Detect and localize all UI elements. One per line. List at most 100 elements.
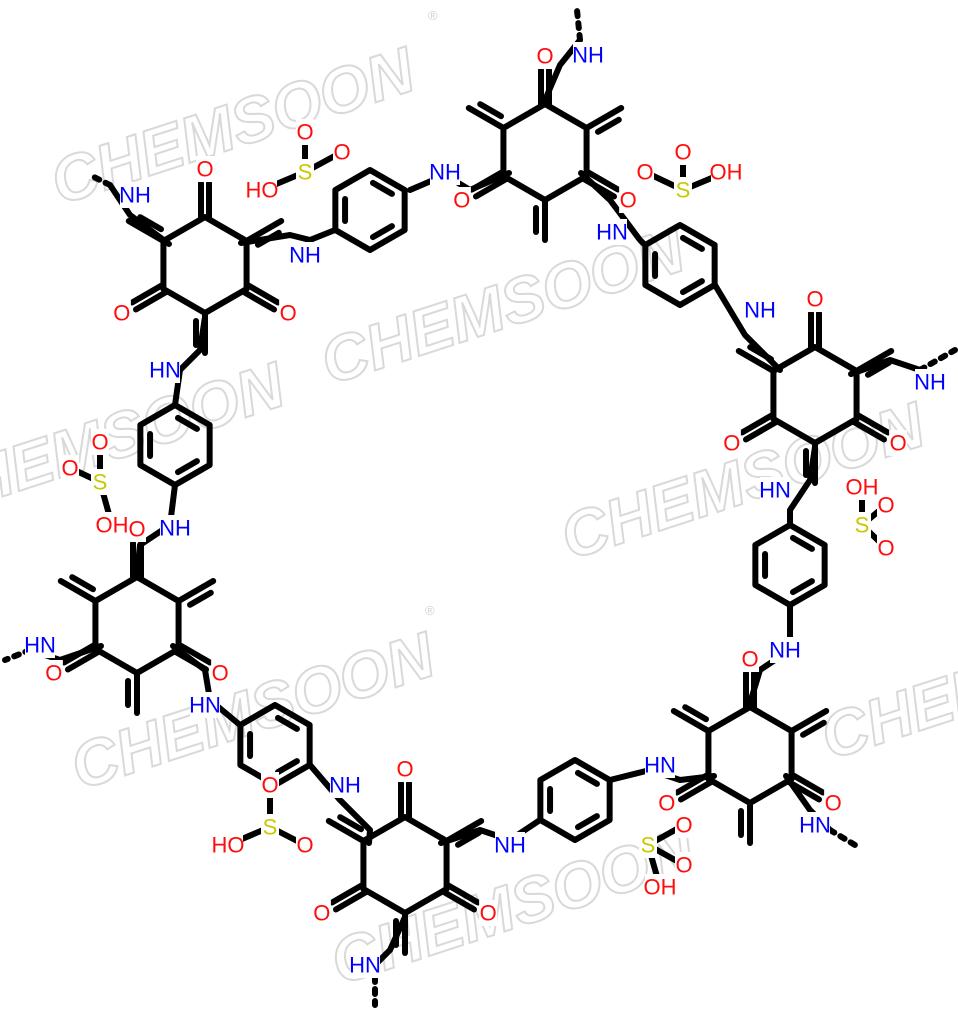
atom-label-background (196, 156, 214, 182)
atom-label-background (44, 660, 63, 686)
atom-label-background (645, 874, 675, 900)
atom-label-background (312, 900, 331, 926)
oxygen-atom: O (91, 430, 108, 455)
amine-group: NH (429, 160, 461, 185)
oxygen-atom: O (674, 140, 691, 165)
double-bond-inner (574, 813, 600, 831)
cyclohexane-ring (360, 814, 450, 916)
oxygen-atom: O (296, 120, 313, 145)
atom-label-background (636, 159, 654, 185)
imine-chain (787, 444, 818, 528)
exocyclic-double-bond (175, 578, 217, 604)
sulfur-atom: S (93, 470, 108, 495)
polymer-continuation (827, 827, 858, 848)
atom-label-background (261, 814, 279, 840)
imine-chain (134, 482, 178, 576)
polymer-continuation (917, 347, 958, 373)
atom-label-background (536, 43, 554, 69)
cyclohexane-ring (770, 344, 860, 446)
watermark: CHEMSOON (42, 33, 424, 218)
amine-group: NH (494, 833, 526, 858)
atom-label-background (213, 832, 243, 858)
atom-label-background (452, 187, 471, 213)
exocyclic-double-bond (186, 589, 214, 608)
double-bond-inner (274, 758, 300, 776)
amine-group: NH (572, 43, 604, 68)
oxygen-atom: O (658, 791, 675, 816)
cyclohexane-ring (160, 214, 250, 316)
hydroxyl-group: OH (96, 513, 129, 538)
atom-label-background (479, 900, 498, 926)
oxygen-atom: O (396, 757, 413, 782)
terminal-chain (107, 182, 172, 247)
exocyclic-double-bond (682, 704, 710, 723)
hydroxyl-group: OH (846, 475, 879, 500)
oxygen-atom: O (877, 493, 894, 518)
hydroxyl-group: OH (710, 160, 743, 185)
carbonyl-bond (332, 889, 369, 913)
oxygen-atom: O (890, 431, 907, 456)
watermark-registered-mark: ® (425, 603, 435, 618)
hydroxyl-group: HO (246, 178, 279, 203)
atom-label-background (396, 756, 414, 782)
cyclohexane-ring (92, 574, 182, 676)
amine-group: HN (644, 753, 676, 778)
atom-label-background (333, 139, 351, 165)
atom-label-background (711, 159, 741, 185)
carbonyl-bond (790, 772, 827, 796)
benzene-ring (332, 167, 408, 253)
double-bond-inner (369, 223, 395, 241)
exocyclic-double-bond (477, 101, 505, 120)
carbonyl-bond (742, 419, 779, 443)
amine-group: NH (159, 516, 191, 541)
amine-group: HN (596, 220, 628, 245)
exocyclic-double-bond (670, 708, 712, 734)
atom-label-layer: OOOOOOOOOOOOOOOOOOSHOOOSOHOOSOHOOSOHOOSH… (24, 42, 946, 978)
oxygen-atom: O (675, 853, 692, 878)
carbonyl-bond (585, 169, 622, 193)
atom-label-background (619, 187, 638, 213)
sulfur-atom: S (676, 178, 691, 203)
atom-label-background (495, 832, 525, 858)
carbonyl-bond (328, 882, 365, 906)
imine-chain (307, 762, 373, 846)
carbonyl-bond (855, 412, 892, 436)
terminal-chain (848, 357, 923, 377)
hydroxyl-group: HO (212, 833, 245, 858)
oxygen-atom: O (61, 456, 78, 481)
atom-label-background (97, 512, 127, 538)
atom-label-background (296, 832, 314, 858)
atom-label-background (800, 812, 830, 838)
sulfur-atom: S (298, 160, 313, 185)
atom-label-background (112, 300, 131, 326)
atom-label-background (279, 300, 298, 326)
amine-group: HN (759, 478, 791, 503)
oxygen-atom: O (128, 517, 145, 542)
sulfur-atom: S (263, 815, 278, 840)
atom-label-background (745, 297, 775, 323)
cyclohexane-ring (705, 704, 795, 806)
double-bond-inner (789, 534, 815, 552)
exocyclic-double-bond (594, 116, 622, 135)
oxygen-atom: O (453, 188, 470, 213)
carbonyl-bond (128, 282, 165, 306)
imine-chain (712, 282, 783, 373)
exocyclic-double-bond (137, 214, 165, 233)
amine-group: HN (799, 813, 831, 838)
exocyclic-double-bond (243, 218, 285, 244)
imine-chain (170, 643, 243, 728)
atom-label-background (150, 357, 180, 383)
exocyclic-double-bond (57, 578, 99, 604)
oxygen-atom: O (723, 431, 740, 456)
atom-label-background (61, 455, 79, 481)
oxygen-atom: O (877, 536, 894, 561)
atom-label-background (290, 242, 320, 268)
oxygen-atom: O (296, 833, 313, 858)
watermark-layer: CHEMSOON ® CHEMSOON CHEMSOON CHEMSOON CH… (0, 8, 958, 999)
atom-label-background (722, 430, 741, 456)
atom-label-background (330, 772, 360, 798)
exocyclic-double-bond (788, 708, 830, 734)
amine-group: NH (289, 243, 321, 268)
atom-label-background (296, 119, 314, 145)
